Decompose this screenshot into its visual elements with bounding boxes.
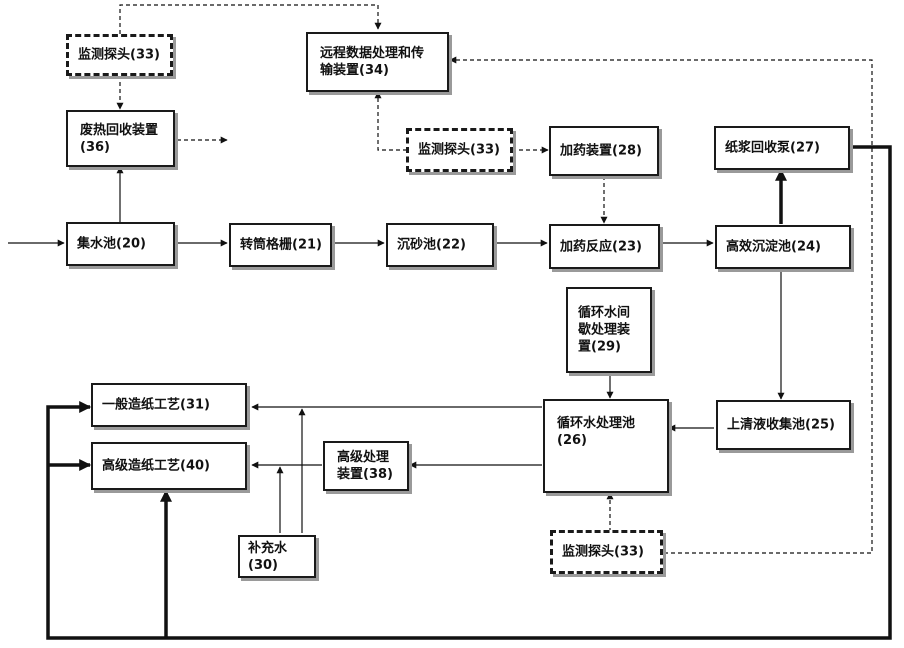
- general-paper-31: 一般造纸工艺(31): [91, 383, 247, 427]
- circ-intermittent-29-label: 循环水间歇处理装置(29): [578, 305, 631, 355]
- remote-data-device-34-label: 远程数据处理和传输装置(34): [320, 46, 425, 78]
- dosing-reaction-23: 加药反应(23): [549, 224, 660, 269]
- circ-intermittent-29: 循环水间歇处理装置(29): [566, 287, 652, 373]
- dashed-probe-mid-to-remote: [374, 91, 407, 151]
- pulp-pump-27: 纸浆回收泵(27): [714, 126, 850, 170]
- general-paper-31-label: 一般造纸工艺(31): [102, 397, 210, 413]
- probe-33-top-label: 监测探头(33): [78, 47, 160, 63]
- probe-33-mid-label: 监测探头(33): [418, 142, 500, 158]
- heat-recovery-36: 废热回收装置(36): [66, 110, 175, 167]
- pulp-return-to-general: [46, 145, 892, 640]
- grit-pool-22-label: 沉砂池(22): [397, 237, 466, 253]
- advanced-paper-40-label: 高级造纸工艺(40): [102, 458, 210, 474]
- probe-33-bottom-label: 监测探头(33): [562, 544, 644, 560]
- dosing-reaction-23-label: 加药反应(23): [560, 239, 642, 254]
- circ-treat-pool-26: 循环水处理池(26): [543, 399, 669, 493]
- circ-treat-pool-26-label: 循环水处理池(26): [557, 416, 636, 448]
- dashed-probe-top-to-remote: [119, 4, 382, 34]
- collect-pool-20: 集水池(20): [66, 222, 175, 266]
- heat-recovery-36-label: 废热回收装置(36): [80, 122, 159, 155]
- supernatant-pool-25-label: 上清液收集池(25): [727, 417, 835, 433]
- advanced-treat-38: 高级处理装置(38): [323, 441, 409, 491]
- remote-data-device-34: 远程数据处理和传输装置(34): [306, 32, 449, 92]
- advanced-paper-40: 高级造纸工艺(40): [91, 442, 247, 490]
- supernatant-pool-25: 上清液收集池(25): [716, 400, 851, 450]
- makeup-water-30: 补充水(30): [238, 535, 316, 578]
- grit-pool-22: 沉砂池(22): [386, 223, 494, 267]
- drum-screen-21-label: 转筒格栅(21): [240, 237, 322, 253]
- collect-pool-20-label: 集水池(20): [77, 236, 146, 252]
- makeup-water-30-label: 补充水(30): [248, 540, 288, 573]
- dosing-device-28: 加药装置(28): [549, 126, 659, 176]
- probe-33-mid: 监测探头(33): [406, 128, 513, 172]
- hi-eff-settling-24-label: 高效沉淀池(24): [726, 239, 821, 255]
- pulp-pump-27-label: 纸浆回收泵(27): [725, 140, 820, 156]
- dosing-device-28-label: 加药装置(28): [560, 143, 642, 159]
- advanced-treat-38-label: 高级处理装置(38): [337, 450, 393, 482]
- hi-eff-settling-24: 高效沉淀池(24): [715, 225, 851, 269]
- probe-33-bottom: 监测探头(33): [550, 530, 663, 574]
- dashed-probe-bottom-to-remote: [449, 56, 873, 554]
- drum-screen-21: 转筒格栅(21): [229, 223, 332, 267]
- probe-33-top: 监测探头(33): [66, 34, 173, 76]
